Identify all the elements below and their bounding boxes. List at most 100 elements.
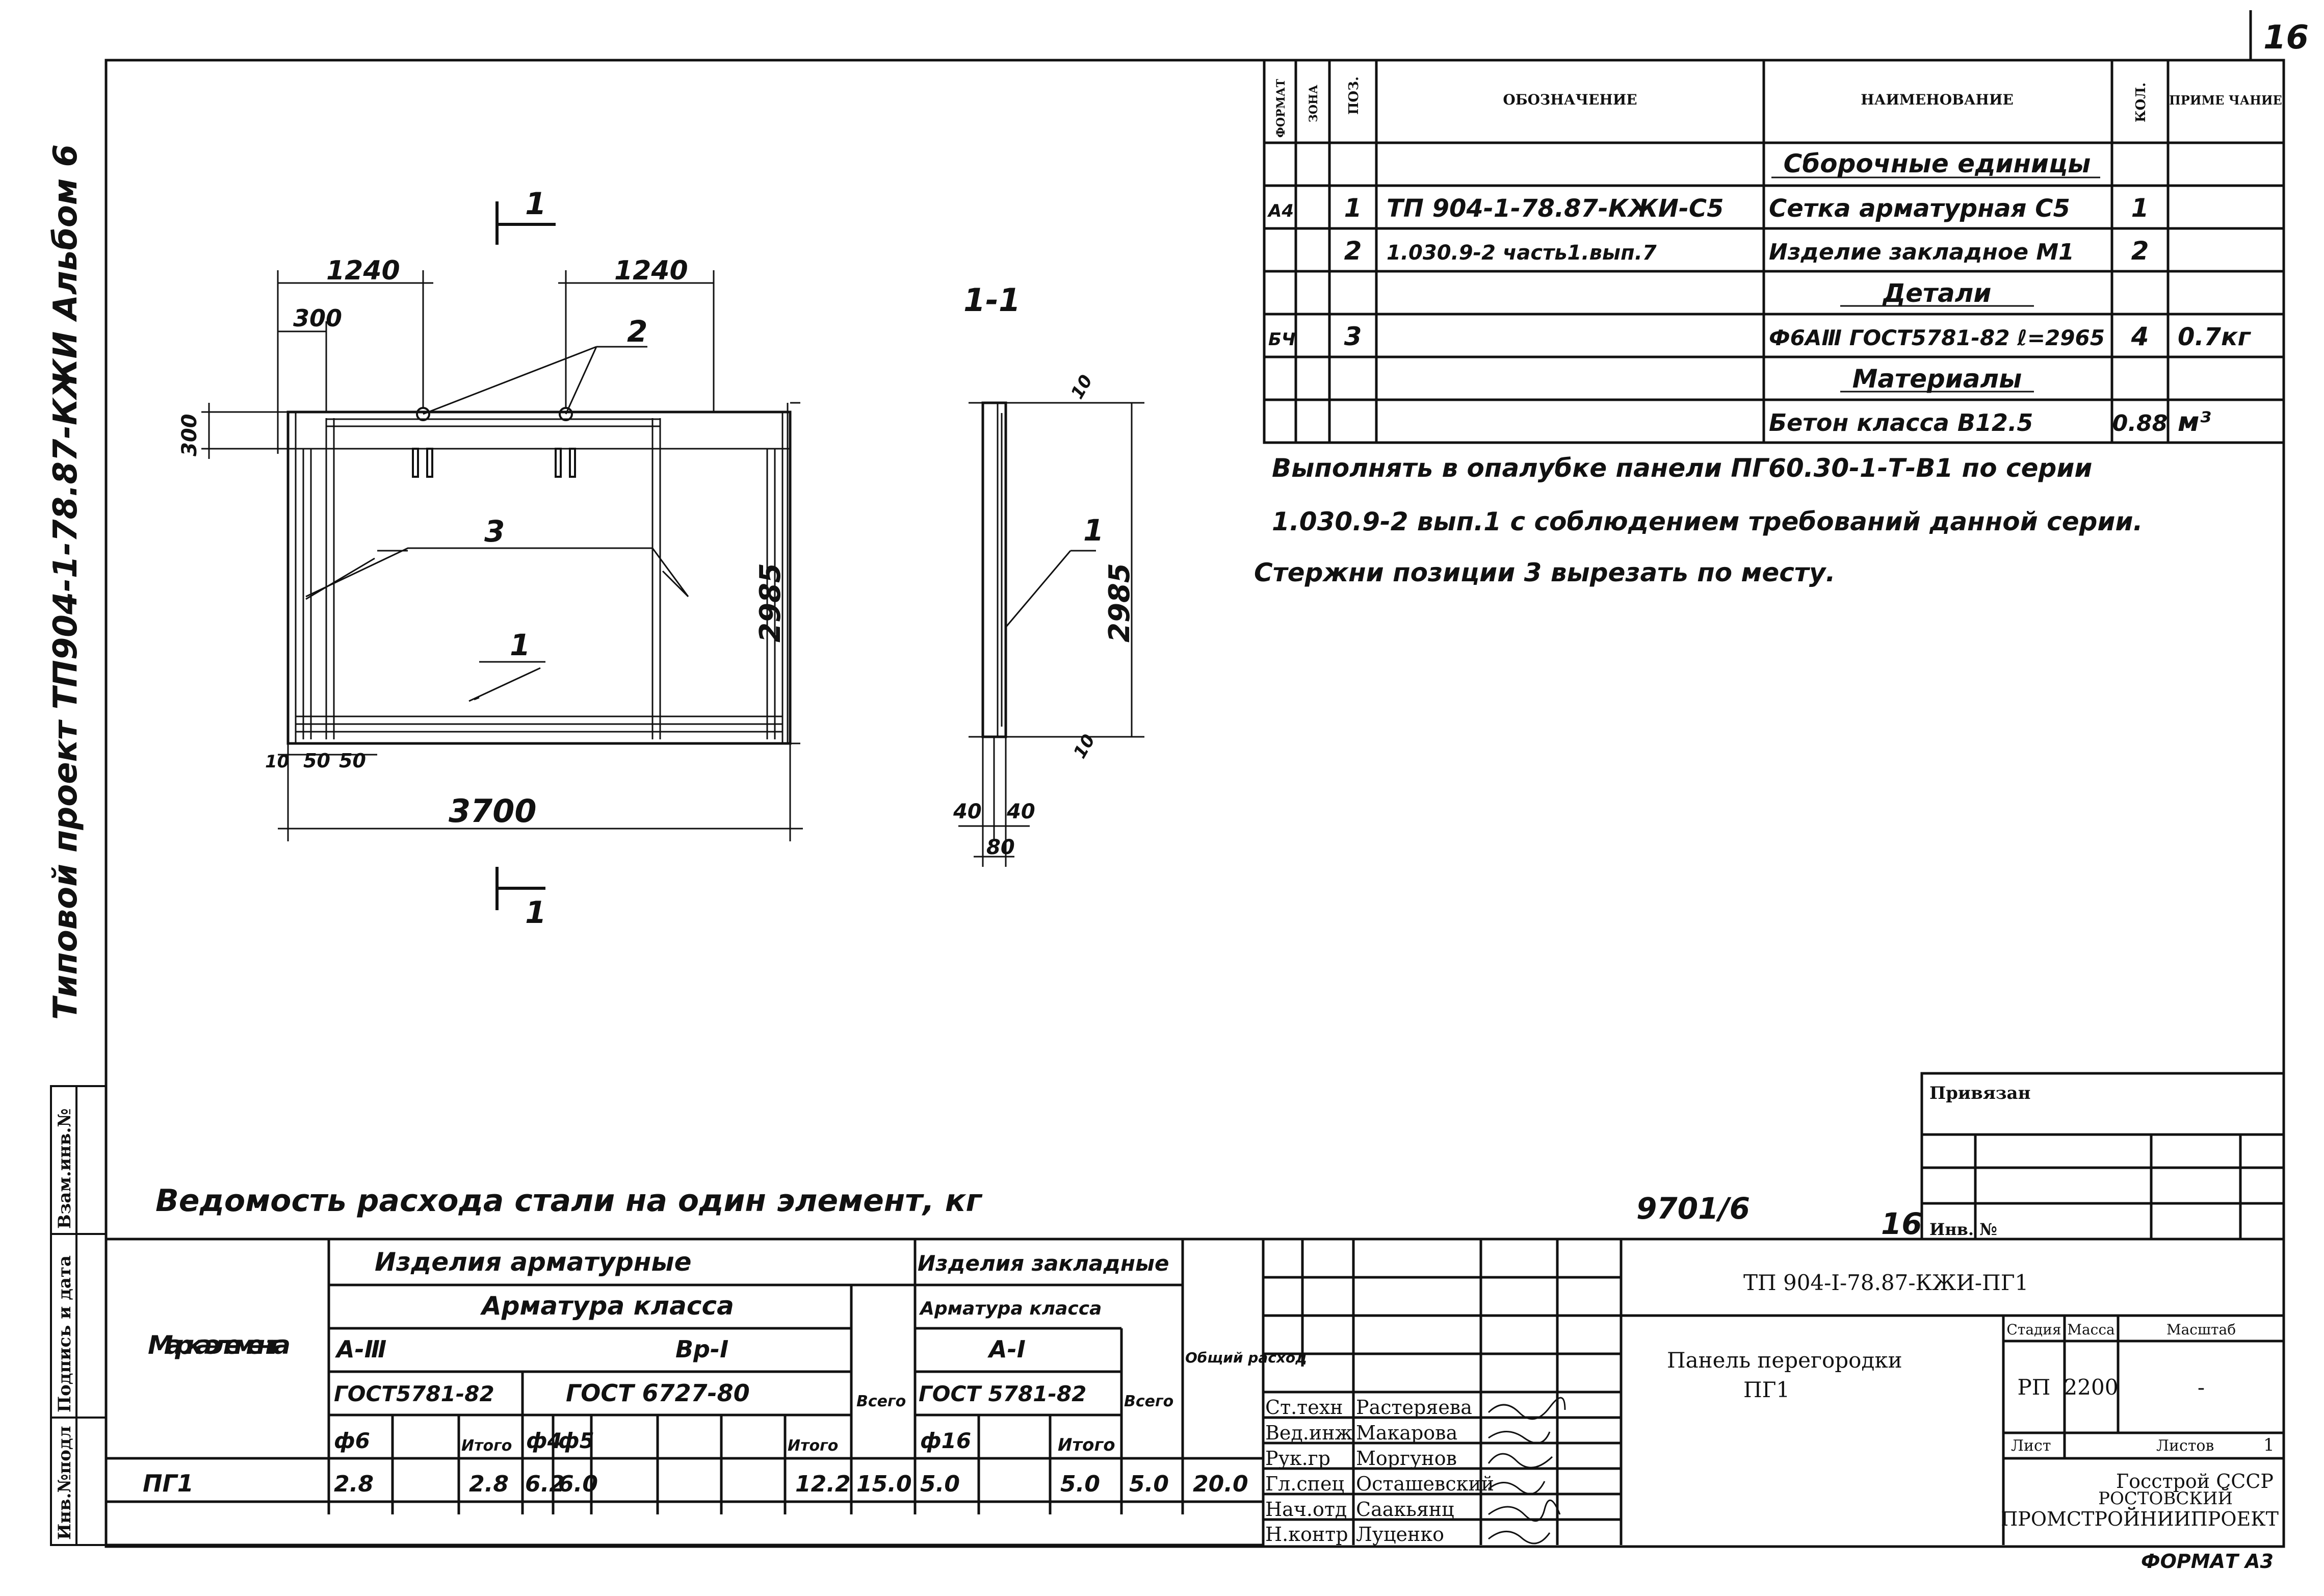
spec-row2-pos: 2 [1344, 236, 1362, 266]
page-number: 16 [2263, 19, 2309, 57]
dim-3700: 3700 [449, 792, 537, 830]
stamp-label-vzam: Взам.инв.№ [55, 1109, 75, 1229]
spec-section-assemblies: Сборочные единицы [1784, 149, 2091, 178]
spec-row4-note: 0.7кг [2178, 323, 2252, 351]
steel-gost-a1: ГОСТ 5781-82 [919, 1381, 1086, 1406]
spec-header-pos: ПОЗ. [1346, 76, 1362, 115]
steel-row-emb-d16: 5.0 [920, 1471, 960, 1497]
spec-section-details: Детали [1882, 278, 1992, 308]
tb-stage: РП [2018, 1375, 2051, 1400]
tb-mass-header: Масса [2067, 1321, 2114, 1338]
steel-row-bp-d5: 6.0 [558, 1471, 598, 1497]
plan-dimensions [201, 270, 803, 841]
tb-sig-name-4: Осташевский [1356, 1473, 1494, 1495]
dim-300-side: 300 [178, 414, 201, 457]
steel-d5: ф5 [558, 1428, 594, 1453]
spec-row1-pos: 1 [1344, 193, 1362, 223]
steel-class-a3: А-Ⅲ [335, 1335, 386, 1363]
dim-10-top: 10 [1067, 372, 1096, 403]
tb-mass: 2200 [2064, 1375, 2119, 1400]
steel-d6: ф6 [334, 1428, 370, 1453]
left-stamp-strip [50, 1085, 107, 1546]
steel-itogo-bp: Итого [788, 1437, 838, 1455]
steel-row-bp-itogo: 12.2 [795, 1471, 851, 1497]
tb-designation: ТП 904-I-78.87-КЖИ-ПГ1 [1743, 1270, 2028, 1295]
tb-sig-name-6: Луценко [1356, 1523, 1444, 1546]
dim-40-a: 40 [953, 800, 982, 823]
steel-itogo-emb: Итого [1058, 1435, 1115, 1455]
spec-row4-pos: 3 [1344, 322, 1362, 351]
steel-row-rebar-total: 15.0 [856, 1471, 912, 1497]
section-marker-bottom: 1 [525, 895, 546, 931]
tb-sheets: 1 [2263, 1435, 2275, 1455]
note-line-1: Выполнять в опалубке панели ПГ60.30-1-Т-… [1272, 453, 2092, 483]
callout-3: 3 [484, 514, 505, 549]
steel-total-label-emb: Всего [1124, 1393, 1173, 1410]
sheet-frame [105, 10, 2285, 1548]
steel-table-title: Ведомость расхода стали на один элемент,… [155, 1183, 982, 1219]
tb-org-1: Госстрой СССР [2116, 1470, 2274, 1492]
tb-scale: - [2198, 1375, 2205, 1400]
dim-10-plan: 10 [265, 752, 289, 772]
spec-row2-qty: 2 [2131, 236, 2149, 266]
steel-itogo-a3: Итого [461, 1437, 512, 1455]
note-line-2: 1.030.9-2 вып.1 с соблюдением требований… [1272, 507, 2143, 536]
dim-50-a: 50 [303, 750, 330, 772]
steel-overall-label: Общий расход [1185, 1349, 1307, 1366]
tb-sheet-ref: 9701/6 [1636, 1191, 1750, 1226]
section-markers [495, 201, 556, 910]
spec-section-materials: Материалы [1852, 364, 2022, 394]
section-view-label: 1-1 [963, 281, 1021, 319]
steel-group-rebar: Изделия арматурные [375, 1247, 692, 1277]
spec-header-note: ПРИМЕ ЧАНИЕ [2169, 93, 2282, 108]
dim-80: 80 [986, 836, 1015, 859]
tb-sig-name-3: Моргунов [1356, 1447, 1457, 1470]
tb-sig-name-1: Растеряева [1356, 1396, 1472, 1419]
spec-row4-format: БЧ [1268, 329, 1295, 350]
dim-300-top: 300 [293, 304, 342, 332]
dim-40-b: 40 [1006, 800, 1035, 823]
spec-row1-qty: 1 [2131, 193, 2149, 223]
tb-sheet-header: Лист [2011, 1437, 2051, 1455]
spec-header-name: НАИМЕНОВАНИЕ [1861, 91, 2014, 108]
tb-name-line2: ПГ1 [1743, 1377, 1790, 1402]
spec-row1-format: А4 [1267, 201, 1294, 221]
tb-sheet-ref-num: 16 [1881, 1206, 1922, 1241]
steel-group-embedded: Изделия закладные [918, 1251, 1169, 1276]
steel-d16: ф16 [920, 1428, 971, 1453]
spec-row2-code: 1.030.9-2 часть1.вып.7 [1387, 241, 1657, 265]
panel-elevation [286, 407, 792, 745]
tb-sig-role-5: Нач.отд [1265, 1498, 1347, 1521]
steel-rebar-class-emb: Арматура класса [919, 1298, 1102, 1319]
tb-sig-name-5: Саакьянц [1356, 1498, 1454, 1521]
spec-row4-qty: 4 [2131, 322, 2149, 351]
spec-row1-code: ТП 904-1-78.87-КЖИ-С5 [1387, 194, 1724, 223]
spec-header-qty: КОЛ. [2133, 83, 2149, 122]
tb-sig-role-1: Ст.техн [1265, 1396, 1343, 1419]
spec-header-zone: ЗОНА [1307, 85, 1320, 122]
dim-1240-left: 1240 [326, 255, 400, 286]
plan-dim-labels: 1240 1240 300 300 2 3 1 2985 3700 10 50 … [178, 255, 787, 830]
dim-2985-section: 2985 [1103, 563, 1136, 642]
steel-class-bp1: Вр-I [675, 1335, 728, 1363]
callout-1-section: 1 [1083, 513, 1104, 548]
panel-outline [286, 410, 792, 745]
steel-row-mark: ПГ1 [143, 1470, 194, 1497]
steel-row-emb-total: 5.0 [1129, 1471, 1169, 1497]
steel-table-text: Марка элемента Изделия арматурные Издели… [143, 1247, 1307, 1497]
stamp-label-sign: Подпись и дата [55, 1255, 75, 1412]
steel-row-a3-itogo: 2.8 [469, 1471, 509, 1497]
steel-row-overall: 20.0 [1193, 1471, 1248, 1497]
steel-total-label: Всего [856, 1393, 906, 1410]
note-line-3: Стержни позиции 3 вырезать по месту. [1254, 558, 1835, 587]
dim-2985: 2985 [754, 563, 787, 642]
tb-privyazan: Привязан [1929, 1083, 2030, 1103]
tb-sig-role-3: Рук.гр [1265, 1447, 1330, 1470]
section-dim-labels: 10 2985 1 10 40 40 80 [953, 372, 1136, 859]
sidebar-caption: Типовой проект ТП904-1-78.87-КЖИ Альбом … [47, 144, 85, 1020]
dim-10-bottom: 10 [1069, 731, 1099, 762]
spec-rows: Сборочные единицы А4 1 ТП 904-1-78.87-КЖ… [1267, 149, 2252, 437]
spec-table-grid [1263, 59, 2285, 444]
steel-gost-bp1: ГОСТ 6727-80 [566, 1379, 750, 1407]
tb-sig-name-2: Макарова [1356, 1422, 1457, 1444]
